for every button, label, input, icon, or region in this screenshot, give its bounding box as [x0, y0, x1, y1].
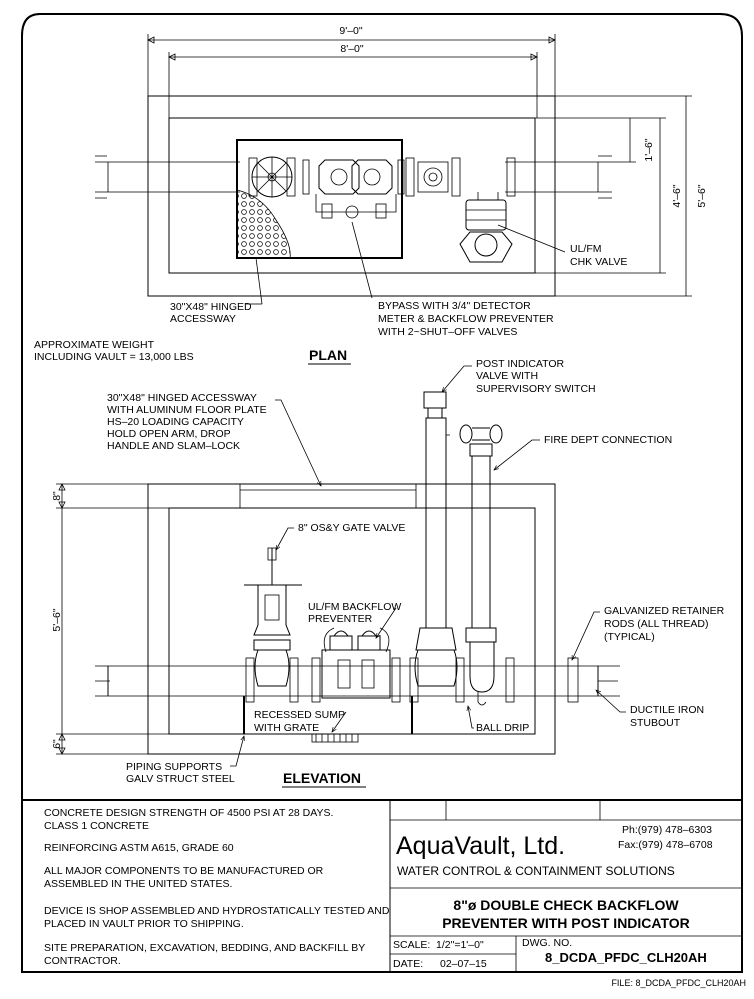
check-valve-2-plan — [351, 159, 393, 195]
bypass-meter-plan — [345, 205, 359, 219]
label-accessway-5: HANDLE AND SLAM–LOCK — [107, 440, 240, 452]
company-tagline: WATER CONTROL & CONTAINMENT SOLUTIONS — [397, 864, 675, 878]
label-piv-2: VALVE WITH — [476, 370, 538, 382]
dim-outer-width-text: 9'–0" — [339, 25, 363, 37]
note-5-line-2: CONTRACTOR. — [44, 955, 121, 967]
label-stubout-1: DUCTILE IRON — [630, 704, 704, 716]
dwg-label: DWG. NO. — [522, 937, 572, 949]
drawing-title-2: PREVENTER WITH POST INDICATOR — [442, 915, 690, 931]
check-valve-covers — [333, 630, 377, 637]
piv-head — [423, 391, 447, 409]
note-5-line-1: SITE PREPARATION, EXCAVATION, BEDDING, A… — [44, 942, 365, 954]
label-chk-1: UL/FM — [570, 243, 602, 255]
elevation-title: ELEVATION — [283, 770, 361, 786]
label-hatch-1: 30"X48" HINGED — [170, 301, 252, 313]
label-backflow-1: UL/FM BACKFLOW — [308, 601, 401, 613]
label-bypass-2: METER & BACKFLOW PREVENTER — [378, 313, 554, 325]
dim-5-6-text: 5'–6" — [696, 184, 708, 208]
date-value: 02–07–15 — [440, 958, 487, 970]
piv-plan — [423, 167, 443, 187]
dim-elev-mid: 5'–6" — [51, 608, 63, 632]
label-chk-2: CHK VALVE — [570, 256, 627, 268]
fdc-check — [469, 642, 495, 693]
label-retainer-3: (TYPICAL) — [604, 631, 655, 643]
dim-1-6-text: 1'–6" — [643, 138, 655, 162]
label-weight-2: INCLUDING VAULT = 13,000 LBS — [34, 351, 194, 363]
check-valve-1-plan — [318, 159, 360, 195]
label-piv-1: POST INDICATOR — [476, 358, 565, 370]
gate-valve-yoke — [253, 584, 291, 636]
elevation-view: 8" 5'–6" 6" 30"X48" HINGED ACCESSWAY WIT… — [51, 358, 725, 788]
sump-grate — [311, 733, 359, 743]
sheet-border — [21, 13, 743, 973]
note-3-line-2: ASSEMBLED IN THE UNITED STATES. — [44, 878, 232, 890]
label-supports-2: GALV STRUCT STEEL — [126, 773, 235, 785]
dim-elev-top: 8" — [51, 491, 63, 501]
plan-view: 9'–0" 8'–0" — [34, 25, 708, 365]
backflow-body-elevation — [321, 649, 391, 699]
plan-title: PLAN — [309, 347, 347, 363]
gate-valve-body — [254, 649, 290, 687]
company-fax: Fax:(979) 478–6708 — [618, 839, 713, 851]
label-drip: BALL DRIP — [476, 722, 529, 734]
label-bypass-3: WITH 2~SHUT–OFF VALVES — [378, 326, 517, 338]
label-accessway-3: HS–20 LOADING CAPACITY — [107, 416, 244, 428]
fdc-riser — [471, 455, 491, 629]
fdc-cap-right — [489, 424, 503, 444]
title-block: CONCRETE DESIGN STRENGTH OF 4500 PSI AT … — [22, 799, 746, 988]
company-name: AquaVault, Ltd. — [396, 832, 565, 860]
label-weight-1: APPROXIMATE WEIGHT — [34, 339, 155, 351]
label-gate: 8" OS&Y GATE VALVE — [298, 522, 405, 534]
dwg-number: 8_DCDA_PFDC_CLH20AH — [545, 950, 707, 965]
fdc-cap-left — [459, 424, 473, 444]
file-name: FILE: 8_DCDA_PFDC_CLH20AH — [611, 978, 746, 988]
note-3-line-1: ALL MAJOR COMPONENTS TO BE MANUFACTURED … — [44, 865, 324, 877]
dim-elev-bottom: 6" — [51, 739, 63, 749]
scale-label: SCALE: — [393, 939, 430, 951]
label-bypass-1: BYPASS WITH 3/4" DETECTOR — [378, 300, 531, 312]
drawing-title-1: 8"ø DOUBLE CHECK BACKFLOW — [453, 897, 679, 913]
note-4-line-1: DEVICE IS SHOP ASSEMBLED AND HYDROSTATIC… — [44, 905, 390, 917]
note-1-line-2: CLASS 1 CONCRETE — [44, 820, 149, 832]
label-sump-1: RECESSED SUMP — [254, 709, 345, 721]
label-sump-2: WITH GRATE — [254, 722, 319, 734]
dim-inner-width-text: 8'–0" — [340, 43, 364, 55]
note-2-line-1: REINFORCING ASTM A615, GRADE 60 — [44, 842, 234, 854]
piv-valve-body — [414, 649, 458, 687]
hatch-dot-pattern — [236, 189, 291, 259]
note-4-line-2: PLACED IN VAULT PRIOR TO SHIPPING. — [44, 918, 244, 930]
company-phone: Ph:(979) 478–6303 — [622, 824, 712, 836]
label-piv-3: SUPERVISORY SWITCH — [476, 383, 596, 395]
scale-value: 1/2"=1'–0" — [436, 939, 484, 951]
label-accessway-2: WITH ALUMINUM FLOOR PLATE — [107, 404, 267, 416]
chk-valve-plan — [465, 199, 507, 231]
label-accessway-1: 30"X48" HINGED ACCESSWAY — [107, 392, 257, 404]
label-hatch-2: ACCESSWAY — [170, 313, 236, 325]
label-supports-1: PIPING SUPPORTS — [126, 761, 222, 773]
label-retainer-1: GALVANIZED RETAINER — [604, 605, 725, 617]
label-accessway-4: HOLD OPEN ARM, DROP — [107, 428, 231, 440]
vault-outline-plan — [147, 95, 556, 297]
label-stubout-2: STUBOUT — [630, 717, 681, 729]
label-retainer-2: RODS (ALL THREAD) — [604, 618, 708, 630]
date-label: DATE: — [393, 958, 423, 970]
note-1-line-1: CONCRETE DESIGN STRENGTH OF 4500 PSI AT … — [44, 807, 333, 819]
label-fdc: FIRE DEPT CONNECTION — [544, 434, 672, 446]
dim-4-6-text: 4'–6" — [671, 184, 683, 208]
accessway-lid — [239, 483, 417, 509]
piv-post — [425, 417, 447, 629]
label-backflow-2: PREVENTER — [308, 613, 373, 625]
vault-inner-plan — [168, 117, 536, 274]
